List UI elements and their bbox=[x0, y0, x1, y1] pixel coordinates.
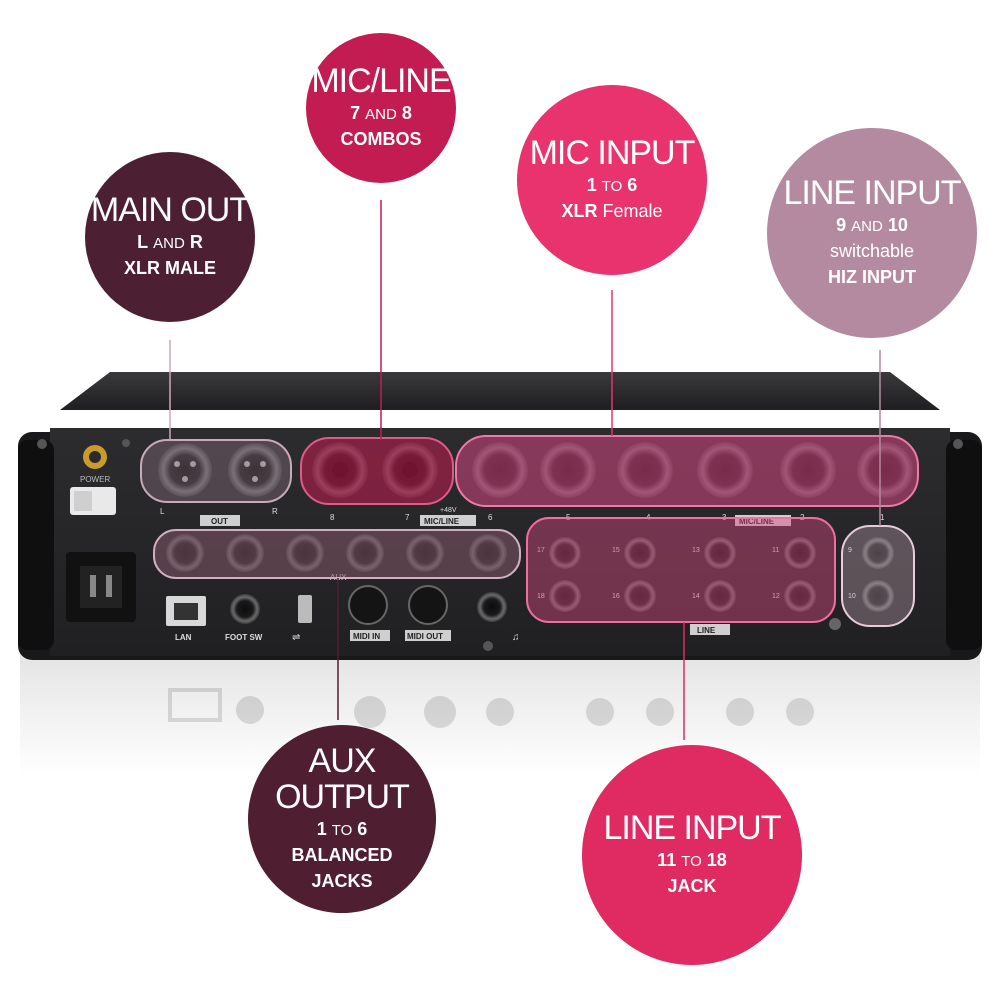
mic-line-label: MIC/LINE bbox=[424, 517, 460, 526]
input-10-number: 10 bbox=[848, 593, 856, 600]
input-15-number: 15 bbox=[612, 547, 620, 554]
input-12-number: 12 bbox=[772, 593, 780, 600]
input-1-number: 1 bbox=[880, 513, 885, 522]
mic-line-type: COMBOS bbox=[340, 128, 422, 149]
aux-output-1: 1 bbox=[316, 818, 327, 839]
main-out-highlight bbox=[140, 439, 292, 503]
mic-line-7: 7 bbox=[350, 102, 361, 123]
mic-line-title: MIC/LINE bbox=[311, 62, 451, 101]
input-17-number: 17 bbox=[537, 547, 545, 554]
main-out-line1: L AND R bbox=[137, 229, 203, 255]
midi-out-label: MIDI OUT bbox=[407, 632, 443, 641]
aux-output-jacks: JACKS bbox=[311, 870, 373, 891]
line-inputs-11-18: 17 18 15 16 13 14 11 12 LINE bbox=[537, 537, 816, 635]
line-input-11-18-callout: LINE INPUT 11 TO 18 JACK bbox=[582, 745, 802, 965]
aux-output-line1: 1 TO 6 bbox=[317, 816, 368, 842]
line-input-10: 10 bbox=[887, 214, 908, 235]
line-input-switchable: switchable bbox=[829, 240, 915, 261]
main-out-xlr: L R OUT bbox=[158, 443, 282, 526]
mic-line-and: AND bbox=[365, 105, 397, 123]
main-out-title: MAIN OUT bbox=[90, 191, 250, 230]
line-input-9-10-title: LINE INPUT bbox=[783, 174, 961, 213]
line-9-10-highlight bbox=[841, 525, 915, 627]
mic-input-female: Female bbox=[602, 200, 663, 221]
mic-input-1: 1 bbox=[586, 174, 597, 195]
line-11-18-highlight bbox=[526, 517, 836, 623]
highlight-overlays bbox=[140, 435, 919, 627]
foot-switch-jack bbox=[230, 594, 260, 624]
power-label: POWER bbox=[80, 475, 110, 484]
phantom-48v-label: +48V bbox=[440, 507, 457, 514]
line-input-and: AND bbox=[851, 217, 883, 235]
line-input-9-10-callout: LINE INPUT 9 AND 10 switchable HIZ INPUT bbox=[767, 128, 977, 338]
line-input-18: 18 bbox=[706, 849, 727, 870]
out-l-label: L bbox=[160, 507, 165, 516]
mic-input-6: 6 bbox=[627, 174, 638, 195]
line-label: LINE bbox=[697, 626, 716, 635]
mic-line-right-label: MIC/LINE bbox=[739, 517, 775, 526]
out-label: OUT bbox=[211, 517, 228, 526]
input-9-number: 9 bbox=[848, 547, 852, 554]
main-out-l: L bbox=[137, 231, 149, 252]
aux-output-callout: AUX OUTPUT 1 TO 6 BALANCED JACKS bbox=[248, 725, 436, 913]
line-input-hiz: HIZ INPUT bbox=[828, 266, 916, 287]
main-out-and: AND bbox=[153, 234, 185, 252]
main-out-callout: MAIN OUT L AND R XLR MALE bbox=[85, 152, 255, 322]
mic-input-highlight bbox=[455, 435, 919, 507]
mic-line-8: 8 bbox=[401, 102, 412, 123]
mic-line-line1: 7 AND 8 bbox=[350, 100, 412, 126]
line-input-11-18-title: LINE INPUT bbox=[603, 809, 781, 848]
headphone-icon: ♫ bbox=[512, 632, 520, 643]
aux-output-6: 6 bbox=[357, 818, 368, 839]
input-8-number: 8 bbox=[330, 513, 335, 522]
aux-output-title-2: OUTPUT bbox=[275, 777, 410, 816]
combo-highlight bbox=[300, 437, 454, 505]
aux-output-title-1: AUX bbox=[308, 742, 377, 781]
mic-input-xlr: XLR bbox=[561, 200, 598, 221]
reflection bbox=[168, 688, 814, 728]
input-16-number: 16 bbox=[612, 593, 620, 600]
main-out-r: R bbox=[189, 231, 203, 252]
usb-port bbox=[298, 595, 312, 623]
power-section: POWER bbox=[66, 445, 136, 622]
input-14-number: 14 bbox=[692, 593, 700, 600]
line-inputs-9-10: 9 10 bbox=[848, 537, 894, 612]
lan-label: LAN bbox=[175, 633, 192, 642]
aux-output-balanced: BALANCED bbox=[291, 844, 393, 865]
midi-out-port bbox=[408, 585, 448, 625]
input-13-number: 13 bbox=[692, 547, 700, 554]
aux-highlight bbox=[153, 529, 521, 579]
mic-input-line2: XLR Female bbox=[561, 198, 662, 224]
midi-in-label: MIDI IN bbox=[353, 632, 380, 641]
headphone-jack bbox=[477, 592, 507, 622]
line-input-to: TO bbox=[681, 852, 702, 870]
line-input-11-18-line1: 11 TO 18 bbox=[657, 847, 727, 873]
line-input-9: 9 bbox=[836, 214, 847, 235]
line-input-11: 11 bbox=[657, 849, 677, 870]
aux-output-to: TO bbox=[331, 821, 353, 839]
input-18-number: 18 bbox=[537, 593, 545, 600]
leader-lines bbox=[169, 200, 881, 740]
foot-sw-label: FOOT SW bbox=[225, 633, 263, 642]
input-11-number: 11 bbox=[772, 547, 779, 554]
out-r-label: R bbox=[272, 507, 278, 516]
line-input-9-10-line1: 9 AND 10 bbox=[836, 212, 908, 238]
usb-icon: ⇌ bbox=[292, 632, 300, 643]
mic-input-line1: 1 TO 6 bbox=[587, 172, 638, 198]
mic-input-callout: MIC INPUT 1 TO 6 XLR Female bbox=[517, 85, 707, 275]
line-input-jack: JACK bbox=[667, 875, 717, 896]
connectivity-row: LAN FOOT SW ⇌ MIDI IN MIDI OUT ♫ bbox=[166, 585, 520, 643]
midi-in-port bbox=[348, 585, 388, 625]
main-out-type: XLR MALE bbox=[124, 257, 216, 278]
input-6-number: 6 bbox=[488, 513, 493, 522]
input-7-number: 7 bbox=[405, 513, 410, 522]
mic-input-to: TO bbox=[601, 177, 623, 195]
mic-input-title: MIC INPUT bbox=[529, 134, 696, 173]
mic-line-callout: MIC/LINE 7 AND 8 COMBOS bbox=[306, 33, 456, 183]
